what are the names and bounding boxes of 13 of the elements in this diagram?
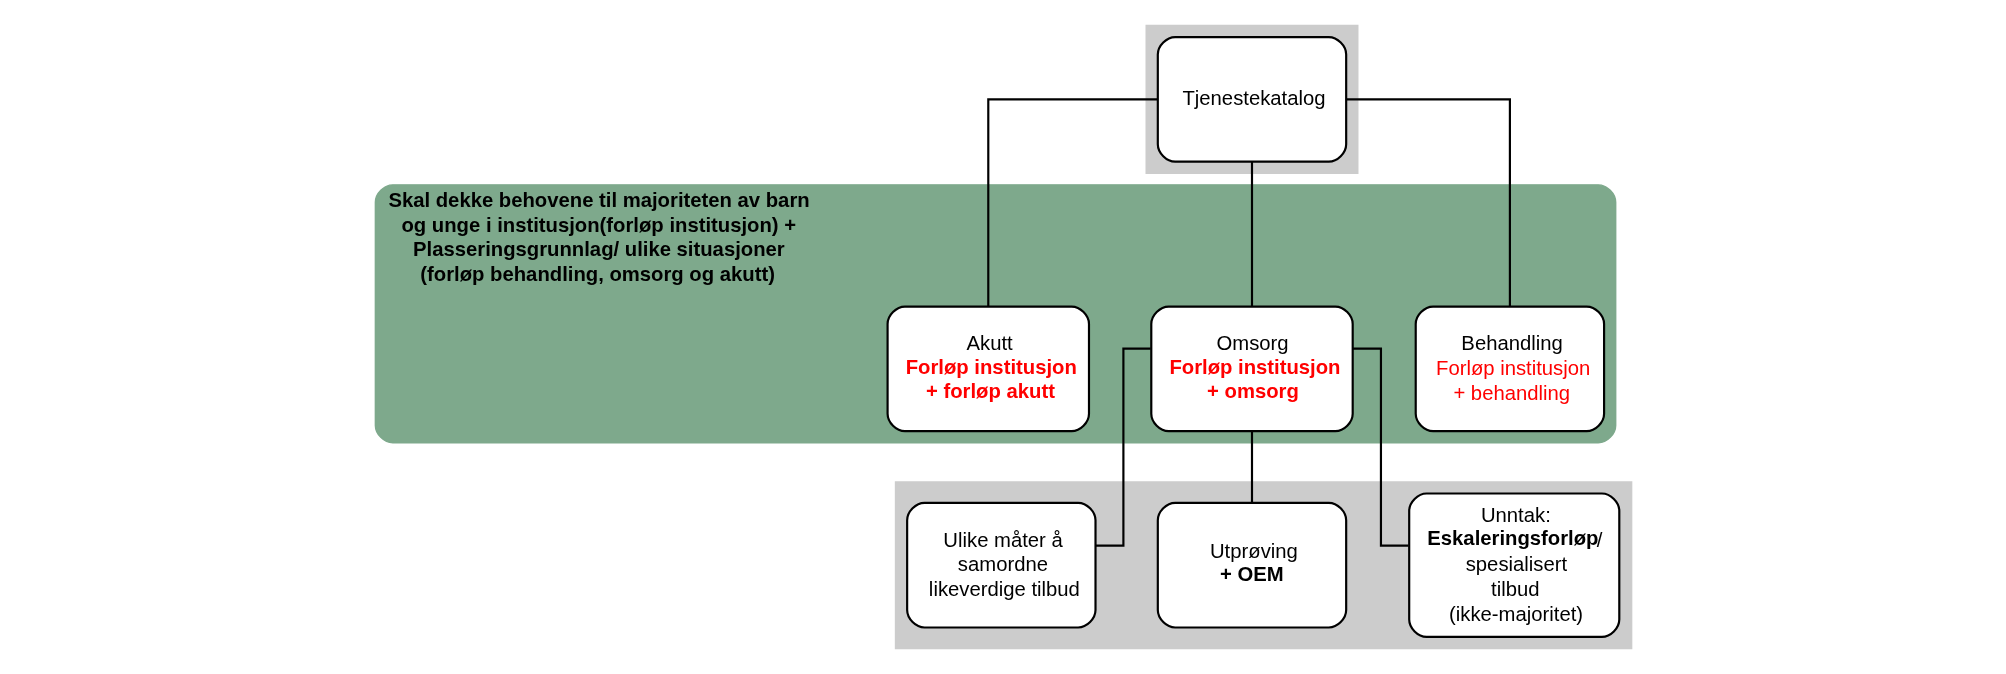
- node-box: Omsorg Forløp institusjon + omsorg: [1149, 305, 1354, 433]
- node-box: Behandling Forløp institusjon + behandling: [1414, 305, 1605, 433]
- node-box: Tjenestekatalog: [1156, 36, 1347, 163]
- connector: [1250, 161, 1253, 307]
- node-box: Ulike måter å samordne likeverdige tilbud: [905, 501, 1097, 629]
- connector: [986, 98, 1158, 307]
- node-box: Unntak: Eskaleringsforløp/ spesialisert tilbud (ikke-majoritet): [1407, 492, 1620, 638]
- connector: [1250, 431, 1253, 503]
- cluster: [1145, 24, 1358, 174]
- cluster: [894, 481, 1632, 650]
- node-box: Utprøving + OEM: [1156, 501, 1347, 629]
- node-box: Akutt Forløp institusjon + forløp akutt: [886, 305, 1090, 433]
- connector: [1345, 98, 1511, 307]
